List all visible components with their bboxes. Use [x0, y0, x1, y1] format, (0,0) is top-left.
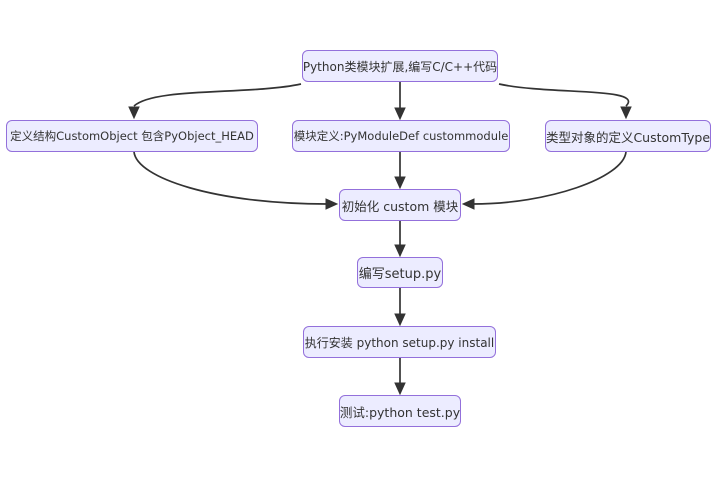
arrowhead-down-icon	[394, 107, 406, 121]
node-install: 执行安装 python setup.py install	[303, 326, 496, 358]
node-module-def: 模块定义:PyModuleDef custommodule	[292, 120, 510, 152]
arrowhead-down-icon	[394, 244, 406, 258]
edge-start-struct	[133, 83, 302, 107]
node-struct: 定义结构CustomObject 包含PyObject_HEAD	[6, 120, 258, 152]
edge-typedef-init	[472, 151, 627, 205]
arrowhead-down-icon	[394, 313, 406, 327]
node-setup: 编写setup.py	[357, 257, 443, 288]
edge-start-typedef	[498, 83, 630, 107]
node-test: 测试:python test.py	[339, 395, 461, 427]
arrowhead-down-icon	[394, 382, 406, 396]
node-start: Python类模块扩展,编写C/C++代码	[302, 50, 498, 82]
arrowhead-down-icon	[128, 106, 140, 120]
arrowhead-down-icon	[394, 176, 406, 190]
arrowhead-down-icon	[620, 106, 632, 120]
node-init: 初始化 custom 模块	[339, 189, 461, 221]
arrowhead-right-icon	[325, 198, 339, 210]
arrowhead-left-icon	[461, 198, 475, 210]
node-type-def: 类型对象的定义CustomType	[545, 120, 711, 152]
edge-struct-init	[133, 151, 328, 205]
